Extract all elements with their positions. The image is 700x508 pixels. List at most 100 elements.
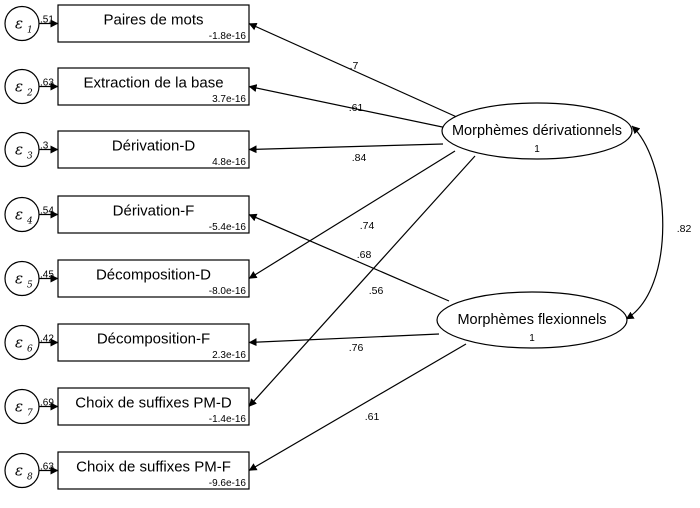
indicator-choix-f: Choix de suffixes PM-F -9.6e-16 [57, 451, 250, 490]
error-symbol: ε [15, 270, 23, 288]
indicator-derivation-f: Dérivation-F -5.4e-16 [57, 195, 250, 234]
indicator-box [57, 130, 250, 169]
labels-layer: .51 .63 .3 .54 .45 .42 .69 .63 .7 .61 .84 .74 .56 .68… [40, 15, 691, 473]
indicator-box [57, 67, 250, 106]
error-variance-label: .69 [40, 398, 54, 409]
indicator-box [57, 451, 250, 490]
loading-path-choix-f [248, 343, 467, 472]
intercept-label: -1.4e-16 [209, 414, 247, 425]
error-subscript: 5 [27, 281, 33, 291]
error-circle [4, 131, 40, 168]
error-subscript: 8 [27, 473, 33, 483]
indicator-box [57, 259, 250, 298]
error-symbol: ε [15, 141, 23, 159]
loading-path-extraction [248, 84, 448, 129]
indicator-label: Choix de suffixes PM-D [75, 395, 232, 412]
latent-variance-label: 1 [534, 144, 540, 155]
loading-path-choix-d [248, 155, 476, 407]
latent-label: Morphèmes flexionnels [457, 312, 606, 328]
intercept-label: -9.6e-16 [209, 478, 247, 489]
error-circle [4, 324, 40, 361]
error-symbol: ε [15, 15, 23, 33]
indicator-label: Choix de suffixes PM-F [76, 459, 231, 476]
error-symbol: ε [15, 462, 23, 480]
error-subscript: 4 [26, 217, 33, 227]
indicator-box [57, 195, 250, 234]
indicator-extraction: Extraction de la base 3.7e-16 [57, 67, 250, 106]
indicator-label: Dérivation-F [113, 203, 195, 220]
error-variance-label: .42 [40, 334, 54, 345]
indicator-decomposition-f: Décomposition-F2.3e-16 [57, 323, 250, 362]
error-variance-label: .51 [40, 15, 54, 26]
loading-label-choix-f: .61 [365, 411, 380, 423]
loading-path-decomposition-d [248, 150, 456, 280]
indicator-box [57, 4, 250, 43]
error-variance-label: .45 [40, 270, 54, 281]
covariance-path [625, 125, 664, 320]
intercept-label: 2.3e-16 [212, 350, 246, 361]
indicator-box [57, 387, 250, 426]
indicator-label: Paires de mots [103, 12, 203, 29]
error-circle [4, 5, 40, 42]
error-symbol: ε [15, 78, 23, 96]
error-circle [4, 68, 40, 105]
latent-label: Morphèmes dérivationnels [452, 123, 622, 139]
error-symbol: ε [15, 206, 23, 224]
intercept-label: -1.8e-16 [209, 31, 247, 42]
indicator-label: Extraction de la base [83, 75, 223, 92]
loading-path-derivation-d [248, 143, 444, 154]
indicator-paires: Paires de mots -1.8e-16 [57, 4, 250, 43]
latent-ellipse [436, 291, 628, 349]
error-variance-label: .63 [40, 462, 54, 473]
error-subscript: 3 [27, 152, 33, 162]
error-symbol: ε [15, 334, 23, 352]
loading-label-derivation-d: .84 [352, 152, 367, 164]
indicator-derivation-d: Dérivation-D 4.8e-16 [57, 130, 250, 169]
error-variance-label: .63 [40, 78, 54, 89]
error-circle [4, 196, 40, 233]
indicator-decomposition-d: Décomposition-D -8.0e-16 [57, 259, 250, 298]
error-circle [4, 388, 40, 425]
intercept-label: 4.8e-16 [212, 157, 246, 168]
latent-variance-label: 1 [529, 333, 535, 344]
loading-label-decomposition-d: .74 [360, 220, 375, 232]
loading-label-choix-d: .56 [369, 285, 384, 297]
error-variance-label: .54 [40, 206, 54, 217]
paths-layer [39, 19, 664, 475]
error-variance-label: .3 [40, 141, 49, 152]
loading-label-extraction: .61 [349, 102, 364, 114]
error-circle [4, 260, 40, 297]
intercept-label: 3.7e-16 [212, 94, 246, 105]
latent-ellipse [441, 102, 633, 160]
indicator-box [57, 323, 250, 362]
error-subscript: 2 [26, 89, 33, 99]
error-subscript: 6 [27, 345, 33, 355]
indicator-label: Décomposition-F [97, 331, 210, 348]
loading-path-decomposition-f [248, 333, 440, 347]
intercept-label: -8.0e-16 [209, 286, 247, 297]
indicator-choix-d: Choix de suffixes PM-D -1.4e-16 [57, 387, 250, 426]
covariance-label: .82 [677, 223, 692, 235]
intercept-label: -5.4e-16 [209, 222, 247, 233]
latent-derivationnels: Morphèmes dérivationnels 1 [441, 102, 633, 160]
loading-path-paires [248, 22, 460, 119]
error-symbol: ε [15, 398, 23, 416]
indicator-label: Décomposition-D [96, 267, 211, 284]
error-subscript: 7 [27, 409, 33, 419]
loading-label-decomposition-f: .76 [349, 342, 364, 354]
loading-label-paires: .7 [350, 60, 359, 72]
latent-flexionnels: Morphèmes flexionnels 1 [436, 291, 628, 349]
indicator-label: Dérivation-D [112, 138, 196, 155]
loading-label-derivation-f: .68 [357, 249, 372, 261]
error-circle [4, 452, 40, 489]
